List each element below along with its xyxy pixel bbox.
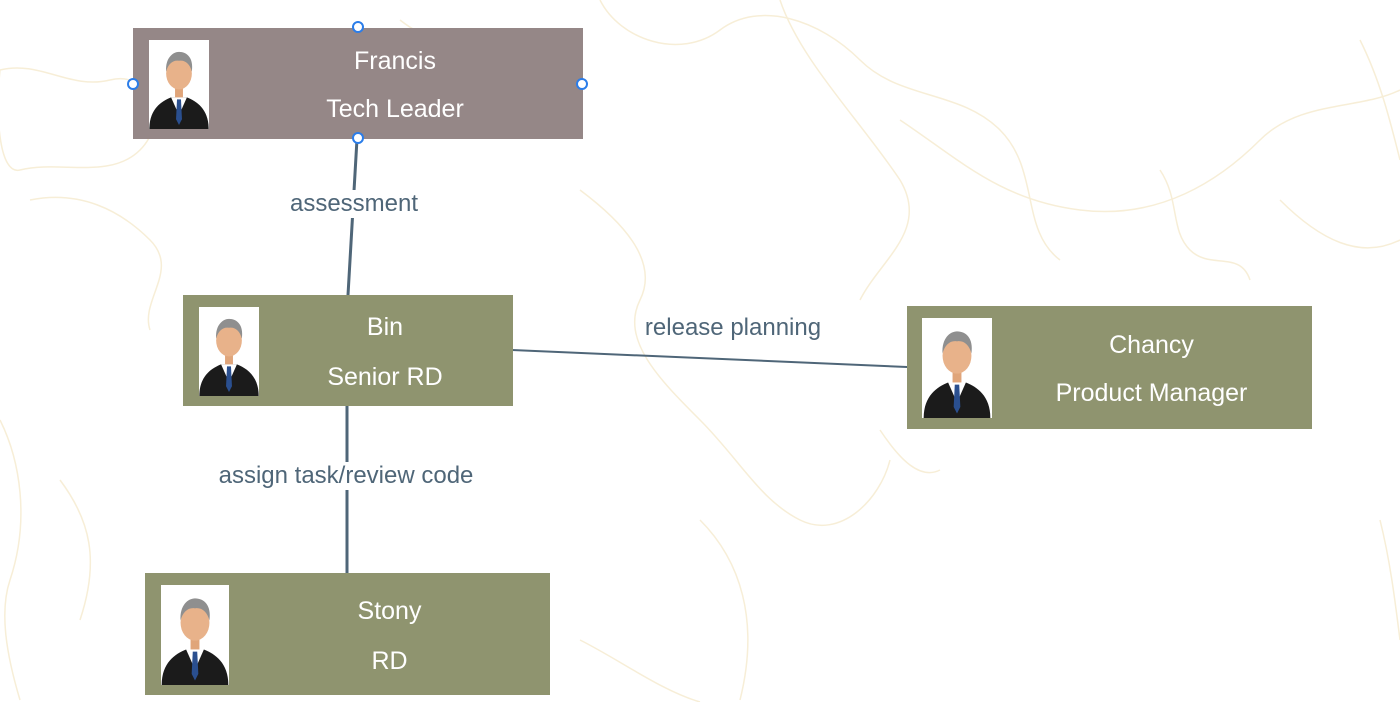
node-role: Product Manager [1055, 379, 1248, 407]
node-bin[interactable]: Bin Senior RD [183, 295, 513, 406]
node-name: Chancy [1109, 331, 1194, 359]
node-role: Tech Leader [326, 95, 464, 123]
node-chancy[interactable]: Chancy Product Manager [907, 306, 1312, 429]
businessman-avatar-icon [161, 585, 229, 685]
edge-label-assessment[interactable]: assessment [289, 190, 419, 218]
edge-label-release-planning[interactable]: release planning [644, 314, 822, 341]
businessman-avatar-icon [199, 307, 259, 396]
node-name: Bin [366, 313, 404, 341]
node-stony[interactable]: Stony RD [145, 573, 550, 695]
selection-handle-left[interactable] [127, 78, 139, 90]
node-francis[interactable]: Francis Tech Leader [133, 28, 583, 139]
node-name: Francis [354, 47, 436, 75]
businessman-avatar-icon [922, 318, 992, 418]
edge-bin-chancy[interactable] [511, 349, 908, 368]
edge-label-assign-task-review-code[interactable]: assign task/review code [218, 462, 474, 490]
node-role: Senior RD [327, 363, 443, 391]
node-name: Stony [357, 597, 422, 625]
businessman-avatar-icon [149, 40, 209, 129]
selection-handle-bottom[interactable] [352, 132, 364, 144]
node-role: RD [371, 647, 408, 675]
selection-handle-right[interactable] [576, 78, 588, 90]
selection-handle-top[interactable] [352, 21, 364, 33]
